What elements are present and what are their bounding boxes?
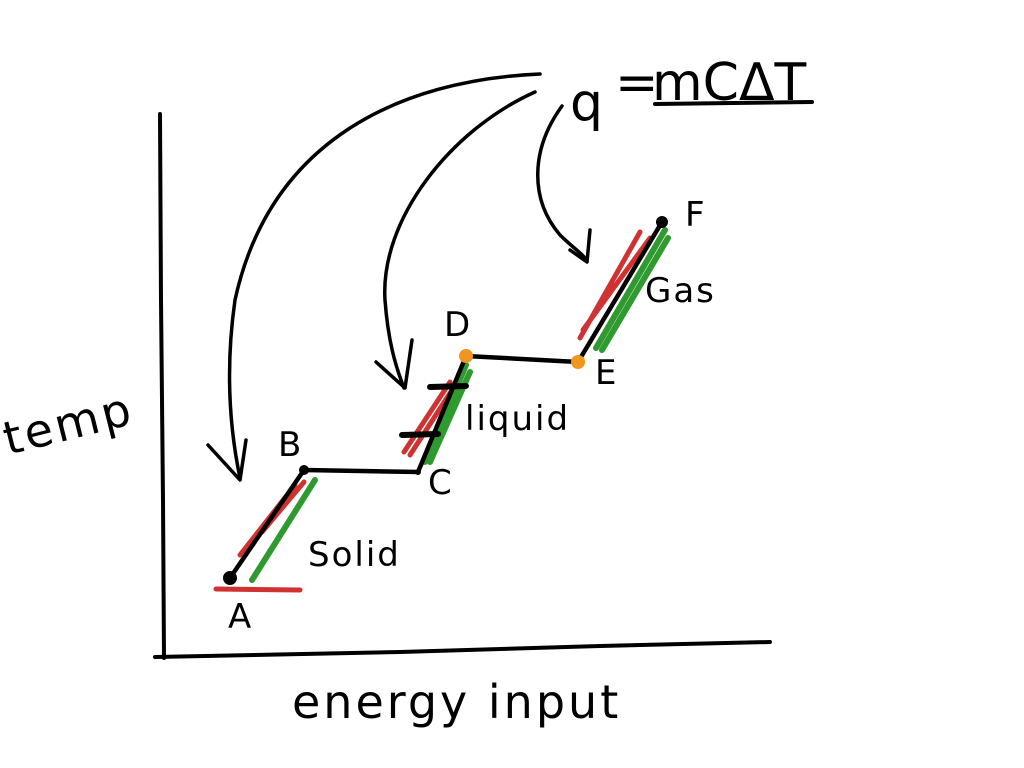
heating-curve xyxy=(227,219,665,581)
formula-equals: = xyxy=(615,53,659,113)
liquid-red-highlight xyxy=(401,379,455,458)
point-c-label: C xyxy=(428,463,452,503)
arrow-to-solid xyxy=(227,72,542,480)
point-b-marker xyxy=(299,465,309,475)
arrow-head-gas xyxy=(568,228,592,264)
point-e-marker xyxy=(571,355,585,369)
y-axis-label: temp xyxy=(0,381,139,465)
point-d-label: D xyxy=(444,305,470,345)
arrow-to-liquid xyxy=(383,90,537,390)
gas-red-highlight xyxy=(577,229,653,341)
formula-lhs: q xyxy=(570,73,603,133)
baseline-red-highlight xyxy=(213,586,303,593)
point-b-label: B xyxy=(278,425,301,465)
liquid-tick-marks xyxy=(399,383,469,438)
arrow-head-solid xyxy=(206,438,248,482)
y-axis xyxy=(158,112,166,660)
point-c-marker xyxy=(415,469,421,475)
arrow-head-liquid xyxy=(374,338,414,390)
x-axis-label: energy input xyxy=(292,675,621,729)
point-d-marker xyxy=(459,349,473,363)
point-f-marker xyxy=(656,216,668,228)
phase-solid-label: Solid xyxy=(308,535,401,575)
solid-green-highlight xyxy=(249,477,318,583)
point-e-label: E xyxy=(595,353,616,393)
point-a-label: A xyxy=(228,597,251,637)
point-a-marker xyxy=(223,571,237,585)
phase-liquid-label: liquid xyxy=(465,399,570,439)
point-f-label: F xyxy=(685,195,705,235)
gas-green-highlight xyxy=(593,227,671,353)
phase-gas-label: Gas xyxy=(645,271,716,311)
arrow-to-gas xyxy=(536,104,587,260)
formula-underline xyxy=(653,100,814,106)
x-axis xyxy=(153,640,772,659)
